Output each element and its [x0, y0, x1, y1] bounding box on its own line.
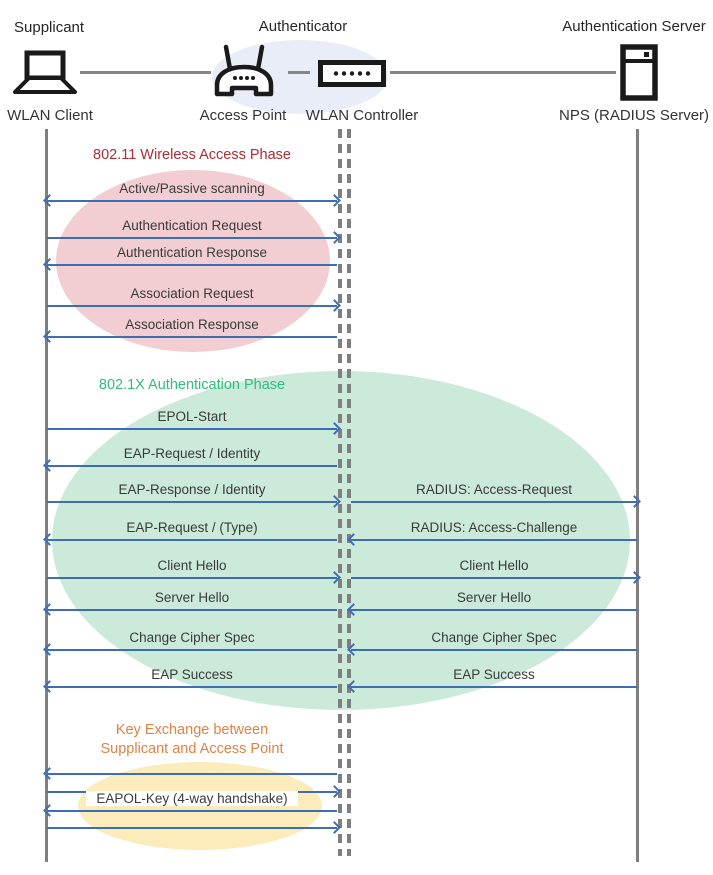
- message-label: Association Response: [125, 317, 259, 332]
- message-arrow: [47, 495, 341, 508]
- role-label-authenticator: Authenticator: [258, 18, 348, 35]
- node-label-access-point: Access Point: [199, 107, 287, 124]
- message-arrow: [347, 533, 637, 546]
- message-arrow: [43, 533, 337, 546]
- message-arrow: [43, 258, 337, 271]
- message-arrow: [47, 571, 341, 584]
- message-label: EAP Success: [453, 667, 535, 682]
- message-label: Client Hello: [157, 558, 227, 573]
- message-label: Client Hello: [459, 558, 529, 573]
- message-label: Association Request: [130, 286, 254, 301]
- message-label: Authentication Request: [122, 218, 262, 233]
- role-label-supplicant: Supplicant: [14, 19, 85, 36]
- lifeline-authenticator-dashed-1: [338, 129, 342, 856]
- message-label: Change Cipher Spec: [431, 630, 557, 645]
- message-label: EPOL-Start: [157, 409, 227, 424]
- message-label: Authentication Response: [116, 245, 268, 260]
- message-label: RADIUS: Access-Request: [415, 482, 573, 497]
- lifeline-authentication-server: [636, 129, 639, 862]
- message-arrow: [43, 643, 337, 656]
- message-label: EAP-Request / (Type): [126, 520, 258, 535]
- message-arrow: [347, 643, 637, 656]
- message-label: EAP-Request / Identity: [123, 446, 261, 461]
- message-arrow: [43, 680, 337, 693]
- message-arrow: [43, 459, 337, 472]
- message-arrow: [47, 231, 341, 244]
- message-arrow: [43, 194, 341, 207]
- role-label-authentication-server: Authentication Server: [562, 18, 706, 35]
- message-arrow: [47, 422, 341, 435]
- message-arrow: [347, 603, 637, 616]
- phase-title-8021x: 802.1X Authentication Phase: [98, 377, 286, 393]
- phase-ellipse-key-exchange: [78, 762, 322, 850]
- message-arrow: [43, 767, 337, 780]
- message-arrow: [43, 603, 337, 616]
- message-label: Change Cipher Spec: [129, 630, 255, 645]
- message-label: EAPOL-Key (4-way handshake): [47, 790, 337, 807]
- wlan-controller-icon: [318, 60, 386, 87]
- lifeline-supplicant: [45, 129, 48, 862]
- message-arrow: [47, 821, 341, 834]
- lifeline-authenticator-dashed-2: [347, 129, 351, 856]
- message-arrow: [347, 680, 637, 693]
- connector-line-client-ap: [80, 71, 211, 74]
- message-label: EAP Success: [151, 667, 233, 682]
- access-point-icon: [214, 44, 274, 97]
- message-label: EAP-Response / Identity: [118, 482, 266, 497]
- message-label: Active/Passive scanning: [119, 181, 265, 196]
- phase-title-80211: 802.11 Wireless Access Phase: [93, 147, 291, 163]
- node-label-wlan-client: WLAN Client: [7, 107, 93, 124]
- connector-line-ap-controller: [288, 71, 310, 74]
- node-label-wlan-controller: WLAN Controller: [305, 107, 419, 124]
- node-label-nps-radius-server: NPS (RADIUS Server): [559, 107, 710, 124]
- message-arrow: [43, 804, 337, 817]
- message-arrow: [47, 299, 341, 312]
- server-icon: [620, 44, 658, 101]
- connector-line-controller-server: [390, 71, 616, 74]
- message-label: RADIUS: Access-Challenge: [410, 520, 578, 535]
- message-arrow: [351, 495, 641, 508]
- message-arrow: [43, 330, 337, 343]
- phase-title-key-exchange: Key Exchange between Supplicant and Acce…: [100, 722, 284, 757]
- message-arrow: [351, 571, 641, 584]
- message-label: Server Hello: [154, 590, 230, 605]
- laptop-icon: [13, 50, 77, 94]
- message-label: Server Hello: [456, 590, 532, 605]
